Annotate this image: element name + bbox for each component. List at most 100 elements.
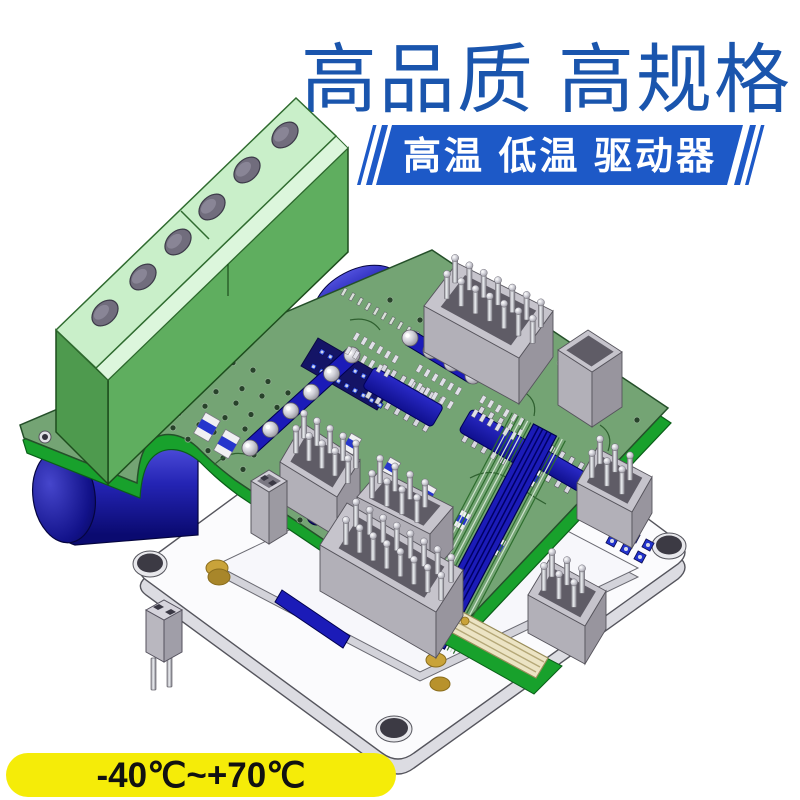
via	[184, 435, 192, 443]
pin-tip	[382, 539, 391, 548]
pin-tip	[355, 524, 364, 532]
edge-pad	[348, 292, 356, 302]
pin-tip	[368, 469, 376, 478]
pin-tip	[423, 563, 432, 572]
via	[221, 414, 229, 422]
cap-top	[302, 383, 320, 401]
pin	[589, 453, 595, 479]
pad	[494, 403, 503, 414]
pad	[415, 382, 424, 392]
cad-render	[19, 96, 687, 775]
jumper-hole	[165, 609, 176, 615]
cap-shine	[405, 333, 410, 338]
pin	[332, 451, 338, 477]
edge-pad	[356, 297, 364, 307]
banner-stripe-right-outer	[745, 125, 765, 185]
pin	[486, 296, 493, 322]
pin-tip	[331, 447, 339, 455]
pad-pin	[370, 398, 374, 402]
pin-tip	[578, 564, 586, 573]
pin-tip	[570, 578, 578, 587]
pin	[392, 467, 398, 492]
pin-tip	[369, 531, 378, 540]
banner-stripe-left-inner	[366, 125, 388, 185]
pin-tip	[433, 545, 442, 554]
pad	[407, 377, 416, 388]
pin	[384, 482, 390, 507]
via	[247, 411, 255, 418]
pin-tip	[528, 314, 537, 323]
pin-tip	[300, 409, 308, 418]
pin	[293, 429, 299, 454]
pin-tip	[494, 276, 502, 285]
pin-tip	[292, 424, 300, 433]
pin-tip	[352, 498, 360, 506]
banner-body	[376, 125, 743, 185]
edge-connector-pin	[460, 616, 470, 626]
pin	[564, 560, 570, 586]
pin-tip	[396, 547, 405, 556]
open-can	[557, 329, 623, 428]
pad	[430, 391, 439, 401]
pin	[612, 447, 618, 473]
banner-stripe-left-outer	[357, 125, 377, 185]
via	[201, 402, 209, 410]
pin-tip	[344, 454, 352, 463]
edge-pad	[396, 321, 404, 331]
pad	[478, 413, 487, 423]
ic-body	[363, 367, 443, 427]
header-right	[576, 435, 653, 550]
pin	[458, 282, 465, 307]
banner-label: 高温 低温 驱动器	[403, 136, 717, 178]
pin-tip	[471, 284, 480, 293]
pin	[370, 536, 377, 562]
plate-hole-left	[132, 550, 168, 578]
badge-label: -40℃~+70℃	[96, 756, 305, 795]
pad	[352, 331, 361, 342]
pad	[352, 350, 361, 360]
pin-tip	[611, 443, 619, 452]
via	[204, 447, 212, 455]
pin-tip	[443, 270, 451, 278]
pin	[377, 459, 383, 484]
pin	[579, 569, 585, 594]
terminal-holes	[91, 121, 299, 327]
pad	[375, 345, 384, 355]
pin-tip	[339, 432, 347, 440]
pad-pin	[320, 350, 324, 354]
pin	[556, 574, 562, 600]
edge-pad	[372, 306, 380, 316]
pcb-screw	[38, 430, 52, 444]
pin	[383, 544, 390, 569]
terminal-hole-shine	[166, 233, 182, 249]
trace	[599, 424, 611, 452]
pad-pin	[646, 543, 650, 547]
pin	[538, 303, 544, 328]
pin	[604, 461, 610, 487]
via	[249, 366, 257, 374]
plate-hole-right	[651, 532, 687, 560]
pin-tip	[406, 529, 415, 538]
pin-tip	[305, 432, 313, 440]
jumper-top	[144, 599, 184, 621]
pin-tip	[413, 493, 421, 502]
pin-tip	[313, 417, 321, 425]
pad	[486, 417, 495, 428]
pin-tip	[618, 465, 626, 474]
pin	[353, 502, 359, 528]
pin	[529, 319, 536, 344]
header-front-big	[319, 498, 464, 660]
pin-tip	[540, 562, 548, 570]
pin-tip	[352, 439, 360, 448]
header-top	[423, 254, 554, 406]
via	[264, 378, 272, 385]
smd-chip	[193, 411, 221, 443]
pad	[367, 340, 376, 351]
header-cavity	[338, 517, 445, 598]
terminal-hole-shine	[273, 126, 289, 142]
pin	[421, 542, 427, 567]
pin-tip	[421, 478, 429, 487]
pin-tip	[596, 435, 604, 443]
terminal-hole-shine	[235, 161, 251, 177]
via	[258, 392, 266, 400]
